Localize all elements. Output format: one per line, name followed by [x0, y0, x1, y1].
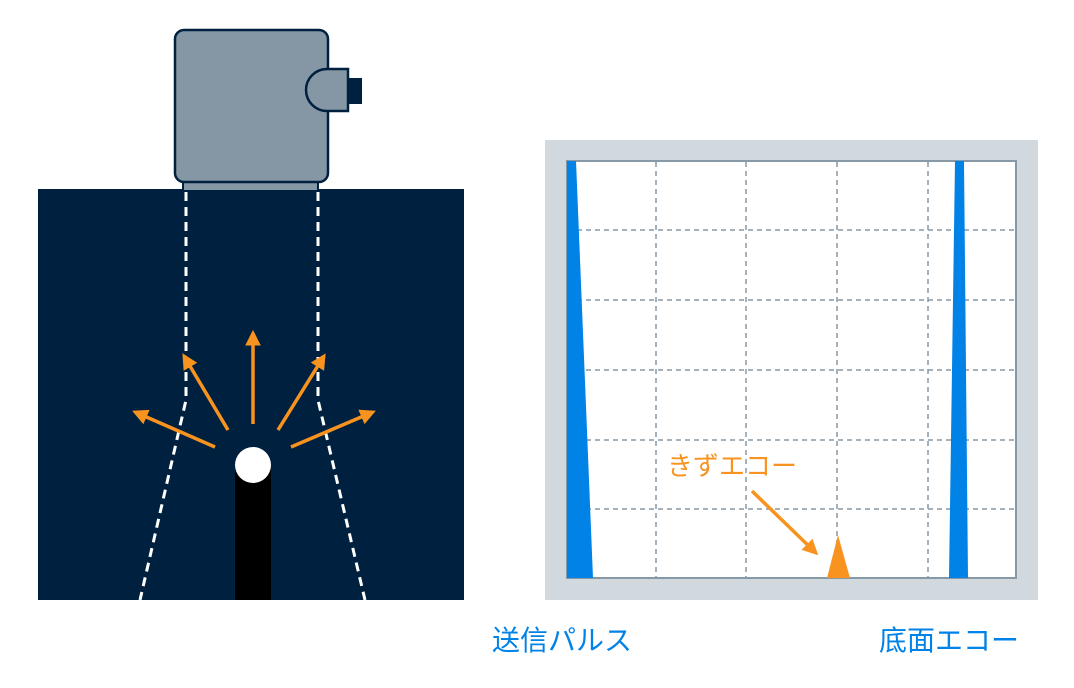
scatter-arrows: [132, 329, 376, 449]
transmit-pulse-label: 送信パルス: [492, 624, 632, 657]
flaw-echo-label: きずエコー: [667, 452, 797, 482]
transmit-pulse-peak: [567, 161, 593, 578]
flaw-echo-arrow: [750, 489, 819, 556]
connector: [304, 67, 350, 113]
back-echo-label: 底面エコー: [879, 624, 1019, 657]
flaw-reflector: [235, 447, 271, 483]
grid: [568, 162, 1015, 577]
flaw-echo-peak: [827, 535, 850, 578]
side-drilled-hole-rod: [235, 468, 271, 600]
a-scan-display: きずエコー: [545, 140, 1038, 600]
specimen-cross-section: [38, 189, 464, 601]
back-echo-peak: [949, 161, 968, 578]
ultrasonic-probe: [173, 28, 362, 192]
connector-plug: [348, 78, 362, 104]
